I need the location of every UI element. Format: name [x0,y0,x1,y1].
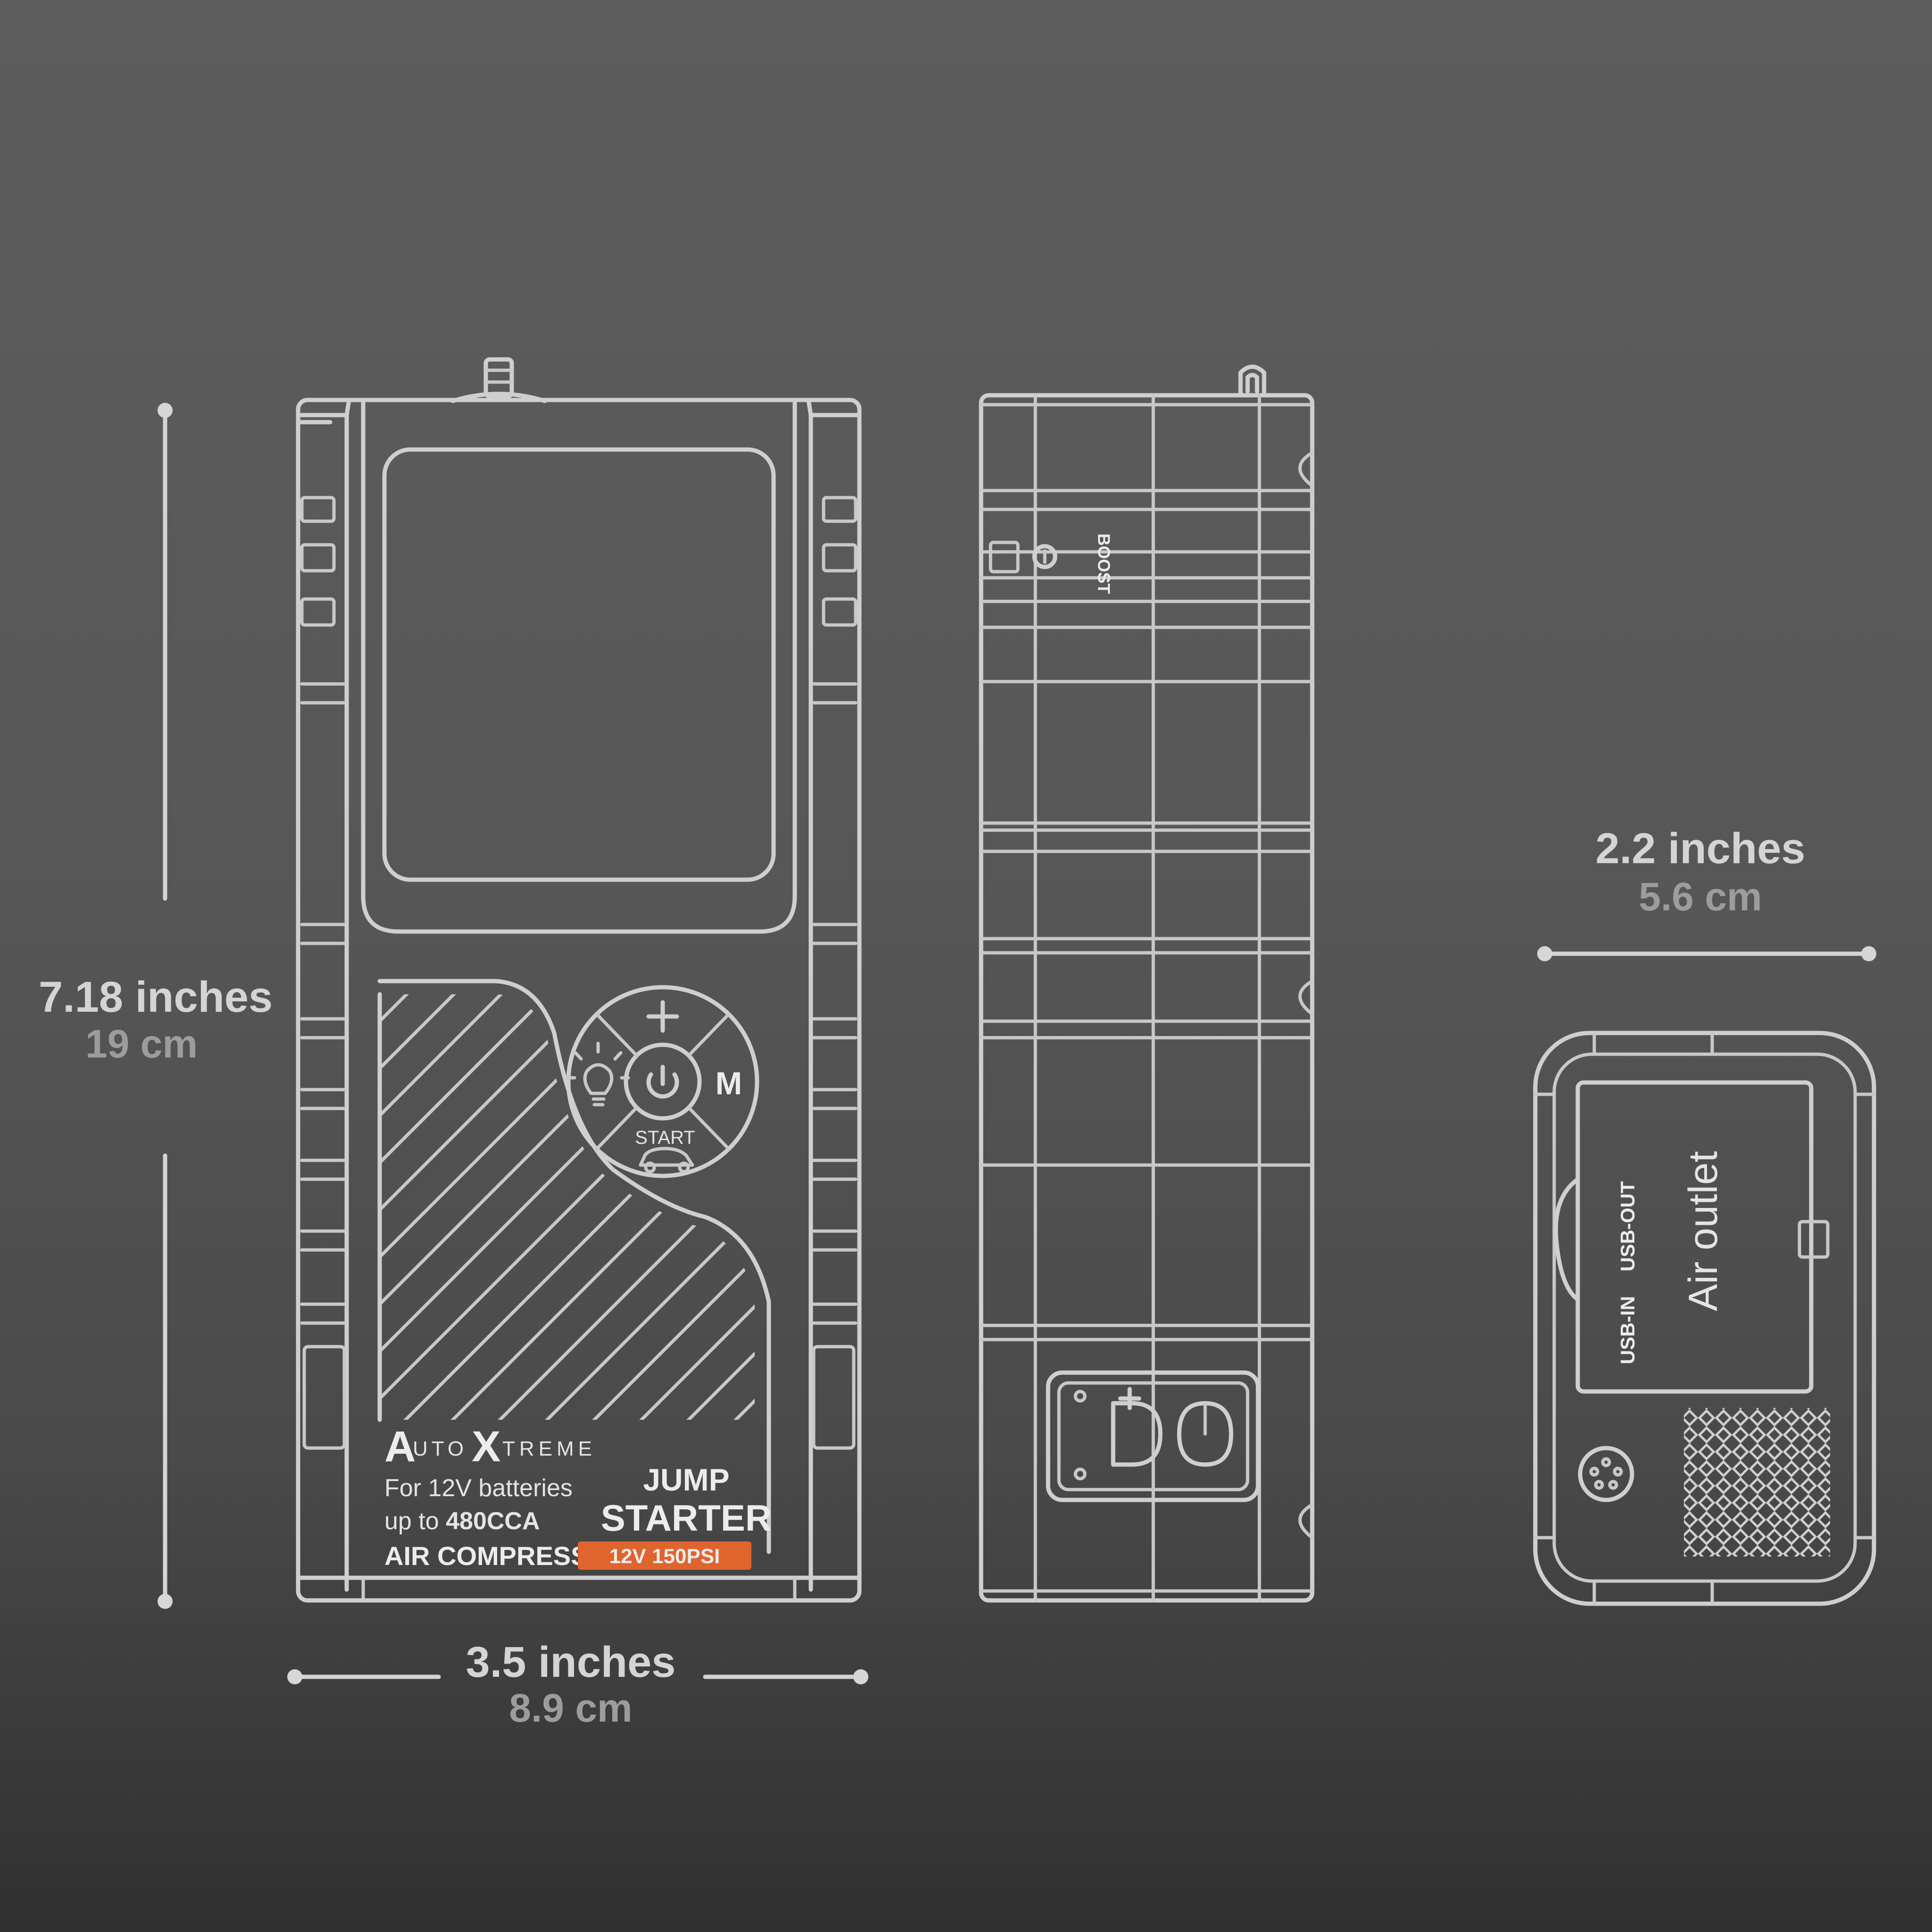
side-body [979,393,1315,1603]
spec-badge: 12V 150PSI [609,1545,720,1568]
air-outlet-label: Air outlet [1681,1151,1726,1311]
starter-label: STARTER [601,1497,772,1539]
light-button[interactable] [566,1041,630,1107]
depth-cm-label: 5.6 cm [1639,874,1762,919]
width-inches-label: 3.5 inches [466,1638,676,1686]
dc-connector-icon [1578,1446,1634,1502]
boost-label: BOOST [1094,533,1114,594]
port-cover [1575,1080,1814,1394]
control-pad: M START [566,985,759,1178]
side-view: BOOST [979,365,1315,1603]
front-view: M START A UTO X TREME For 12V batteries … [296,357,862,1603]
depth-inches-label: 2.2 inches [1596,824,1806,873]
bottom-body [1533,1031,1876,1606]
jump-label: JUMP [643,1462,729,1497]
power-icon [646,1072,679,1099]
boost-button[interactable] [1032,544,1058,569]
grille-hatching [380,994,755,1420]
front-body [296,398,862,1603]
boost-icon [1032,544,1058,569]
brand-a: A [384,1423,416,1471]
width-cm-label: 8.9 cm [509,1686,633,1730]
spec-line-1: For 12V batteries [384,1474,573,1502]
bottom-view: USB-OUT USB-IN Air outlet [1533,1031,1876,1606]
spec-line-2: up to 480CCA [384,1507,540,1535]
grille-outline [377,979,771,1554]
car-icon [639,1147,694,1174]
side-valve-icon [1238,365,1266,398]
boost-indicator [989,541,1020,574]
brand-treme: TREME [502,1437,596,1460]
negative-terminal-icon [1177,1401,1233,1467]
display-screen [382,447,776,882]
clamp-port [1046,1370,1260,1502]
start-button[interactable]: START [635,1127,695,1148]
mode-button[interactable]: M [716,1066,742,1101]
positive-terminal-icon [1111,1401,1163,1467]
branding: A UTO X TREME For 12V batteries up to 48… [384,1423,772,1571]
height-dimension: 7.18 inches 19 cm [39,403,273,1609]
plus-button[interactable] [646,1000,679,1033]
light-bulb-icon [566,1041,630,1107]
speaker-mesh [1684,1408,1830,1557]
width-dimension: 3.5 inches 8.9 cm [287,1638,868,1730]
brand-x: X [472,1423,500,1471]
height-inches-label: 7.18 inches [39,973,273,1021]
usb-out-label: USB-OUT [1616,1181,1639,1272]
depth-dimension: 2.2 inches 5.6 cm [1537,824,1876,961]
power-button[interactable] [646,1065,679,1099]
valve-icon [450,357,547,403]
brand-uto: UTO [413,1437,467,1460]
cover-pull-tab [1553,1177,1580,1302]
usb-in-label: USB-IN [1616,1296,1639,1365]
spec-badge-bg [578,1541,751,1570]
height-cm-label: 19 cm [85,1022,198,1066]
